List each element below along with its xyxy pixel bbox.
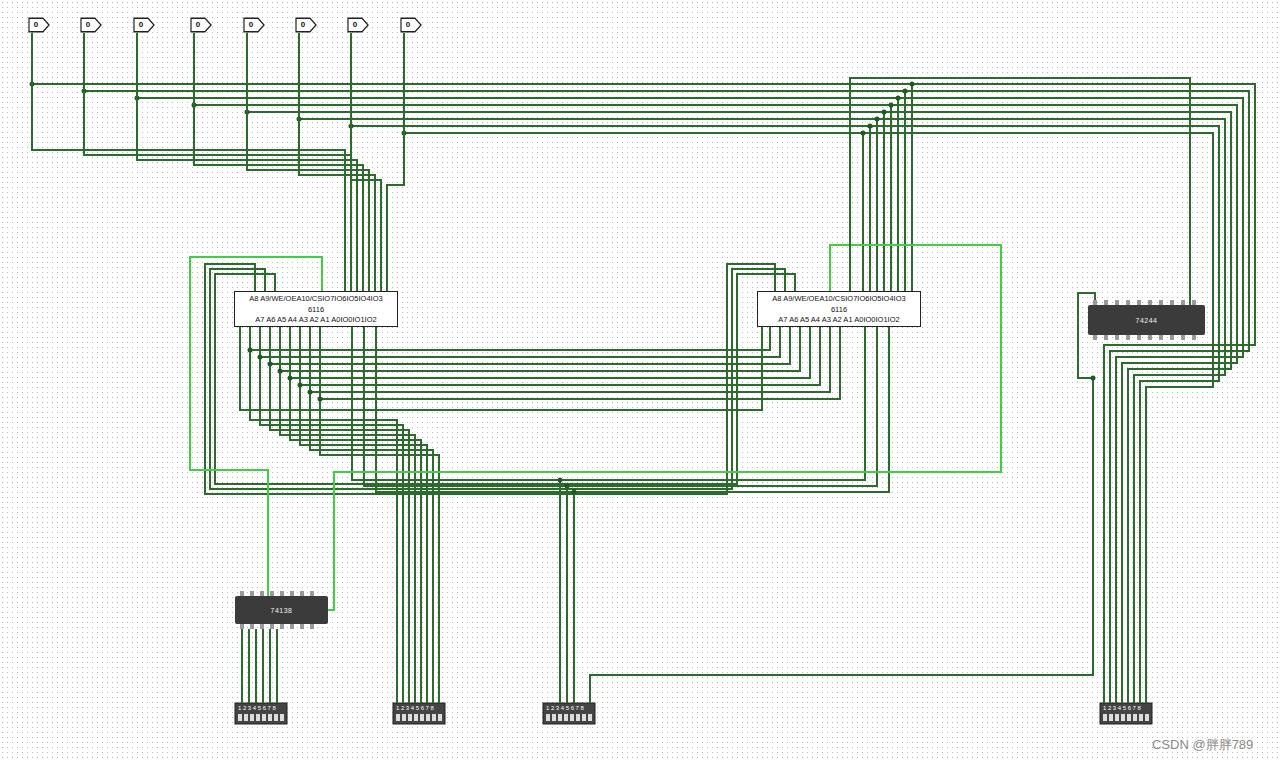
output-pin: 0 (133, 17, 155, 33)
pin-outline (400, 17, 422, 33)
pin-value: 0 (249, 20, 253, 30)
pin-outline (28, 17, 50, 33)
pin-value: 0 (34, 20, 38, 30)
wire (299, 33, 375, 291)
pin-value: 0 (196, 20, 200, 30)
chip-pins (240, 300, 1196, 629)
ram-chip: A8 A9/WE/OEA10/CSIO7IO6IO5IO4IO3 6116A7 A… (757, 291, 921, 327)
dip-switches (235, 703, 1152, 724)
pin-outline (190, 17, 212, 33)
chip-name: 6116 (831, 305, 847, 314)
output-pin: 0 (190, 17, 212, 33)
output-pin: 0 (80, 17, 102, 33)
output-pin: 0 (400, 17, 422, 33)
wire (387, 33, 404, 291)
pin-outline (133, 17, 155, 33)
ram-chip: A8 A9/WE/OEA10/CSIO7IO6IO5IO4IO3 6116A7 A… (234, 291, 398, 327)
pin-outline (347, 17, 369, 33)
decoder-chip: 74138 (235, 596, 328, 624)
output-pin: 0 (28, 17, 50, 33)
wire (194, 33, 363, 291)
wire (351, 33, 381, 291)
pin-value: 0 (353, 20, 357, 30)
wire (328, 245, 1001, 610)
pin-value: 0 (86, 20, 90, 30)
pin-outline (80, 17, 102, 33)
chip-name: 74138 (271, 607, 293, 614)
pin-outline (295, 17, 317, 33)
pin-names: A8 A9/WE/OEA10/CSIO7IO6IO5IO4IO3 (249, 294, 382, 303)
pin-outline (243, 17, 265, 33)
switch-numbers: 12345678 (238, 705, 278, 712)
pin-names: A7 A6 A5 A4 A3 A2 A1 A0IO0IO1IO2 (255, 315, 376, 324)
buffer-chip: 74244 (1088, 305, 1205, 335)
switch-numbers: 12345678 (396, 705, 436, 712)
chip-name: 74244 (1136, 317, 1158, 324)
output-pin: 0 (347, 17, 369, 33)
wire (850, 78, 1190, 305)
pin-names: A7 A6 A5 A4 A3 A2 A1 A0IO0IO1IO2 (778, 315, 899, 324)
chip-name: 6116 (308, 305, 324, 314)
switch-numbers: 12345678 (546, 705, 586, 712)
pin-names: A8 A9/WE/OEA10/CSIO7IO6IO5IO4IO3 (772, 294, 905, 303)
switch-numbers: 12345678 (1103, 705, 1143, 712)
output-pin: 0 (295, 17, 317, 33)
output-pin: 0 (243, 17, 265, 33)
pin-value: 0 (406, 20, 410, 30)
bus-wires (32, 84, 1255, 703)
wire (84, 33, 351, 291)
watermark: CSDN @胖胖789 (1152, 737, 1253, 752)
wire (240, 327, 762, 410)
pin-value: 0 (139, 20, 143, 30)
pin-value: 0 (301, 20, 305, 30)
